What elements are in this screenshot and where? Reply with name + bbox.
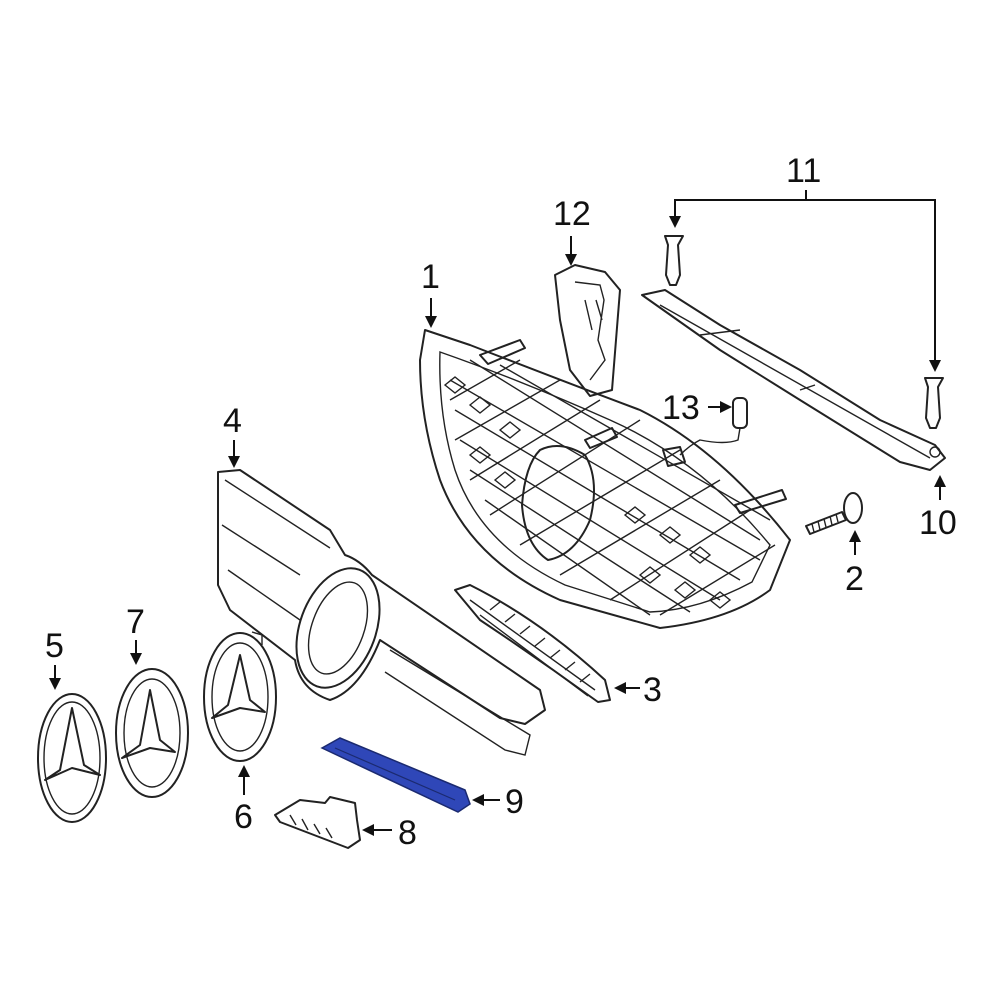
callout-13: 13 [662,389,700,427]
part-2-bolt [805,492,863,535]
callout-6: 6 [234,798,253,836]
part-12-bracket [554,264,621,397]
leader-lines [49,190,946,836]
part-10-support-beam [641,289,946,471]
part-9-trim-strip [320,737,471,813]
part-11-push-pin-upper [664,235,684,286]
callout-5: 5 [45,627,64,665]
callout-3: 3 [643,671,662,709]
part-13-sensor [662,397,748,467]
part-5-emblem [37,693,107,823]
part-3-lower-insert [454,584,611,703]
callout-11: 11 [786,152,821,190]
part-8-clip [274,796,361,849]
part-4-frame [217,469,546,756]
callout-10: 10 [919,504,957,542]
callout-1: 1 [421,258,440,296]
callout-2: 2 [845,560,864,598]
callout-4: 4 [223,402,242,440]
callout-9: 9 [505,783,524,821]
callout-12: 12 [553,195,591,233]
callout-8: 8 [398,814,417,852]
part-7-emblem [115,668,189,798]
part-1-grille [419,329,791,629]
callout-labels: 1 2 3 4 5 6 7 8 9 10 11 12 13 [45,152,957,852]
part-6-emblem [203,631,277,762]
callout-7: 7 [126,603,145,641]
part-11-push-pin-lower [924,377,944,429]
